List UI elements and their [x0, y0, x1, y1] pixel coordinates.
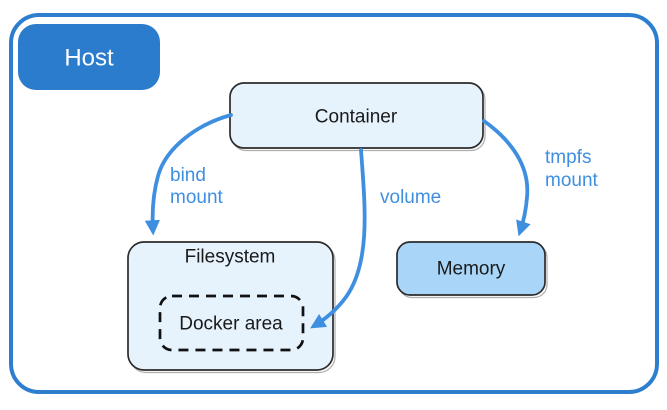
- host-badge-rect: [18, 24, 160, 90]
- container-node: Container: [229, 82, 486, 152]
- filesystem-label: Filesystem: [185, 247, 276, 268]
- filesystem-rect: [127, 241, 334, 371]
- bind-mount-arrow: [144, 113, 233, 236]
- bind-mount-label-line2: mount: [170, 187, 224, 208]
- docker-area-label: Docker area: [179, 314, 283, 335]
- tmpfs-mount-label-line2: mount: [545, 170, 599, 191]
- memory-label: Memory: [437, 259, 506, 280]
- host-label: Host: [64, 45, 114, 72]
- tmpfs-mount-label-line1: tmpfs: [545, 147, 591, 168]
- volume-label: volume: [380, 187, 441, 208]
- bind-mount-label-line1: bind: [170, 165, 206, 186]
- host-badge: Host: [18, 24, 160, 90]
- volume-arrow: [310, 148, 367, 329]
- container-label: Container: [315, 107, 398, 128]
- filesystem-node: Filesystem Docker area: [127, 241, 336, 374]
- tmpfs-mount-arrow: [482, 119, 531, 237]
- tmpfs-mount-label: tmpfs mount: [545, 147, 599, 191]
- memory-node: Memory: [396, 241, 548, 299]
- docker-area-rect: [158, 294, 305, 352]
- bind-mount-label: bind mount: [170, 165, 224, 208]
- memory-rect: [396, 241, 546, 296]
